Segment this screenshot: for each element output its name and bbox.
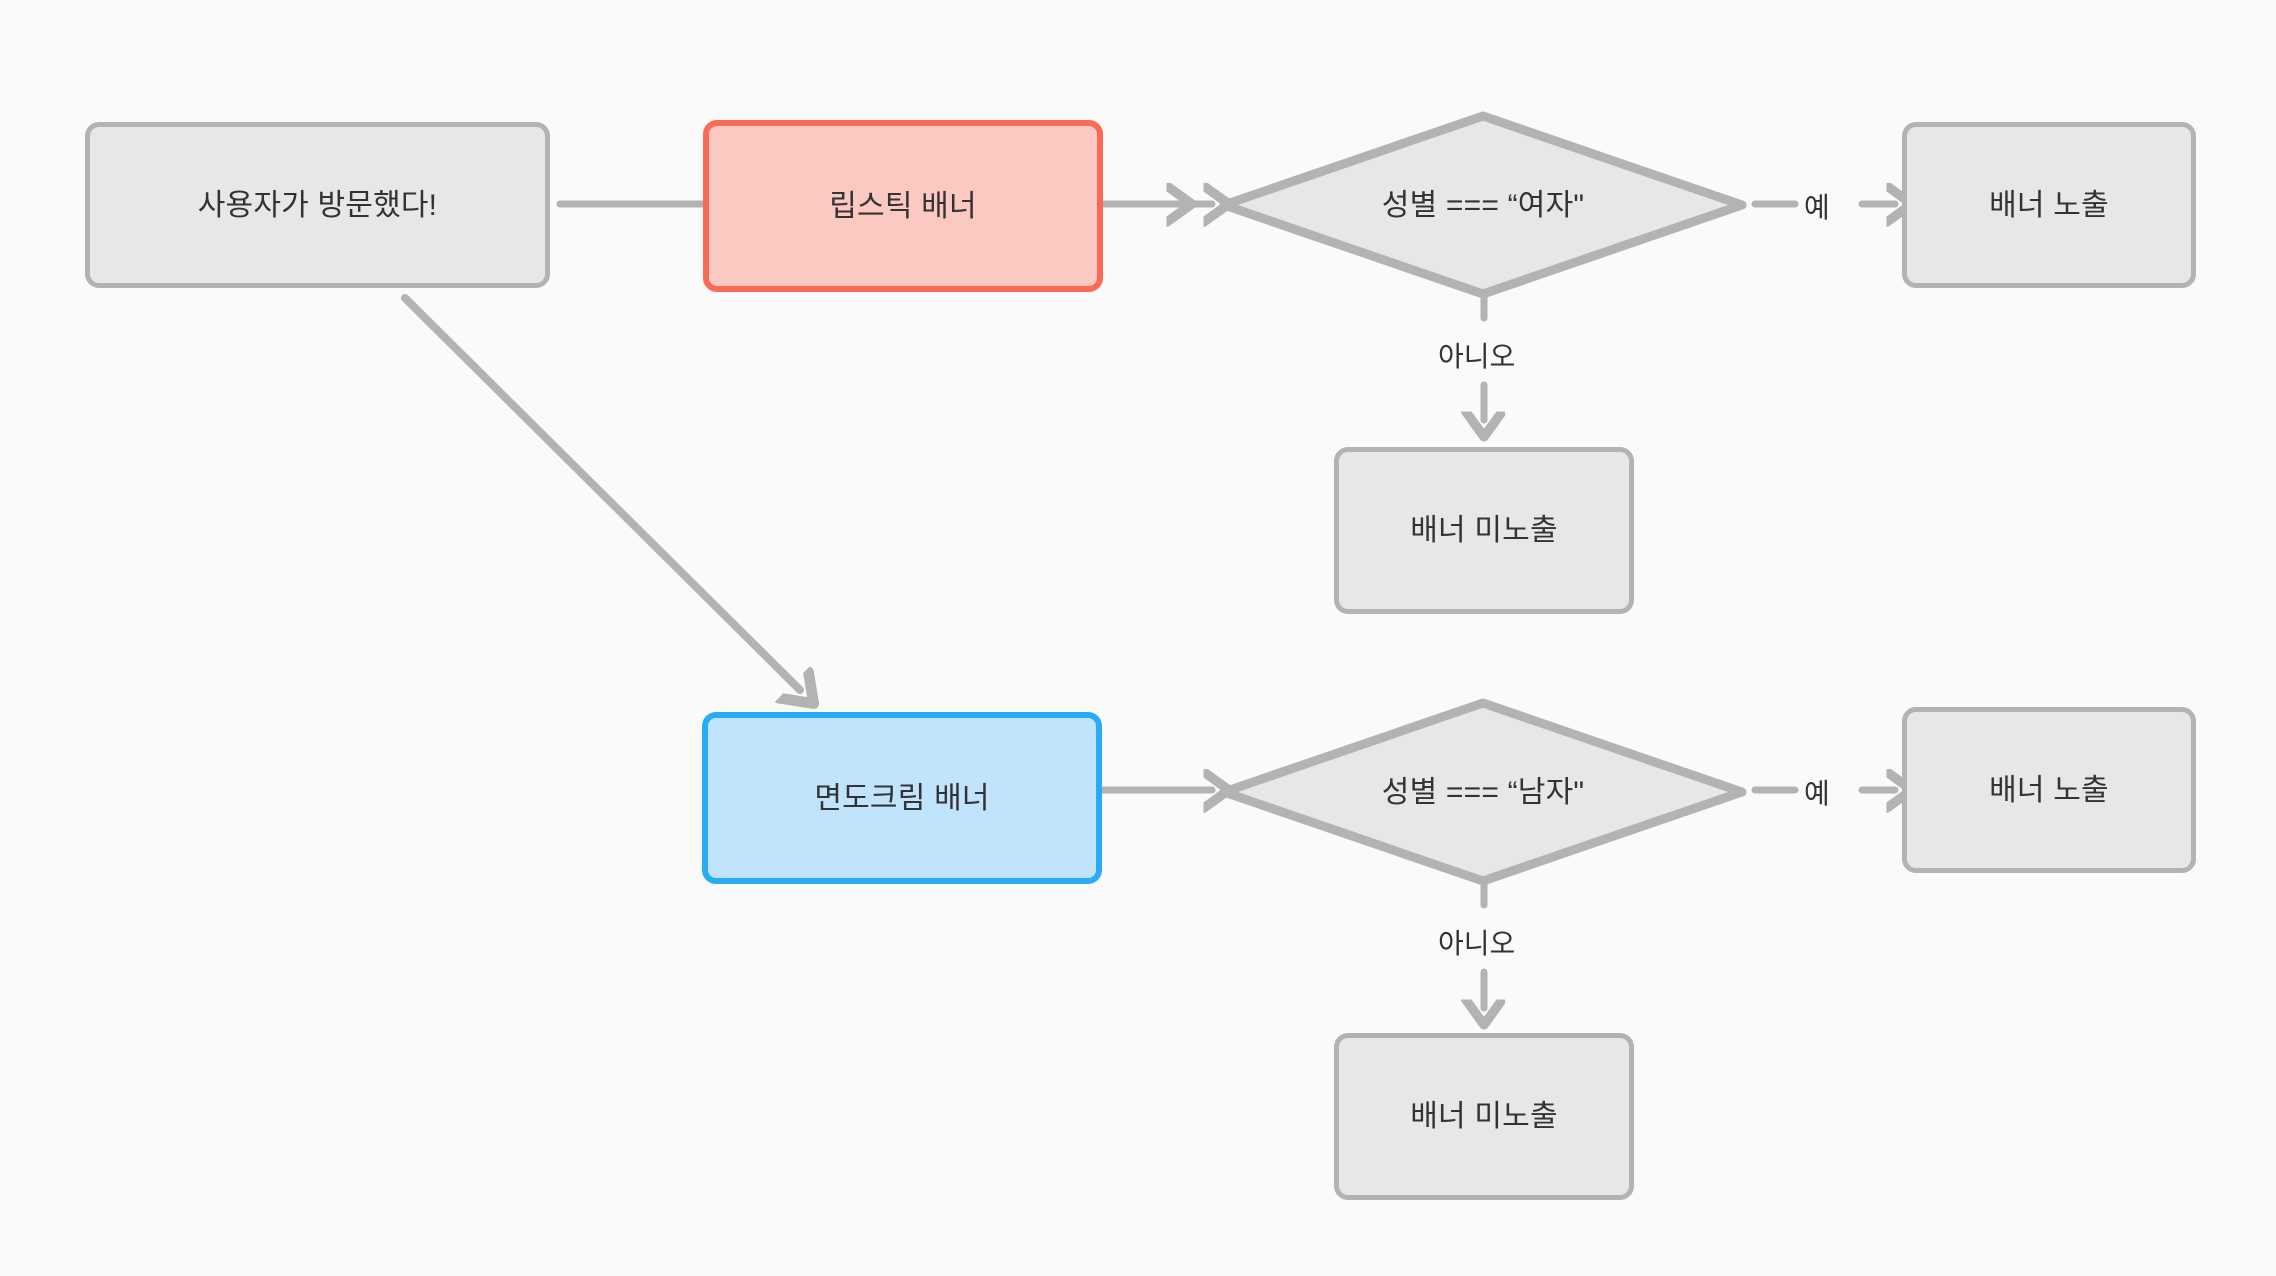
node-show-banner-bottom-label: 배너 노출	[1989, 773, 2109, 807]
node-decision-female[interactable]: 성별 === “여자"	[1218, 110, 1748, 300]
node-lipstick-banner[interactable]: 립스틱 배너	[703, 120, 1103, 292]
node-shaving-banner[interactable]: 면도크림 배너	[702, 712, 1102, 884]
node-hide-banner-bottom[interactable]: 배너 미노출	[1334, 1033, 1634, 1200]
node-show-banner-bottom[interactable]: 배너 노출	[1902, 707, 2196, 873]
node-start-label: 사용자가 방문했다!	[197, 188, 438, 222]
edge-label-no-top: 아니오	[1434, 335, 1520, 375]
node-start[interactable]: 사용자가 방문했다!	[85, 122, 550, 288]
node-hide-banner-bottom-label: 배너 미노출	[1410, 1100, 1558, 1133]
node-show-banner-top[interactable]: 배너 노출	[1902, 122, 2196, 288]
edge-label-no-bottom: 아니오	[1434, 922, 1520, 962]
node-decision-male-label: 성별 === “남자"	[1381, 775, 1585, 809]
edge-start-to-shaving	[401, 294, 800, 690]
node-hide-banner-top-label: 배너 미노출	[1410, 514, 1558, 547]
node-lipstick-banner-label: 립스틱 배너	[829, 189, 977, 223]
node-shaving-banner-label: 면도크림 배너	[814, 781, 990, 815]
edge-label-yes-bottom: 예	[1800, 772, 1834, 812]
node-hide-banner-top[interactable]: 배너 미노출	[1334, 447, 1634, 614]
node-show-banner-top-label: 배너 노출	[1989, 188, 2109, 222]
edge-label-yes-top: 예	[1800, 186, 1834, 226]
node-decision-female-label: 성별 === “여자"	[1381, 188, 1585, 222]
node-decision-male[interactable]: 성별 === “남자"	[1218, 697, 1748, 887]
